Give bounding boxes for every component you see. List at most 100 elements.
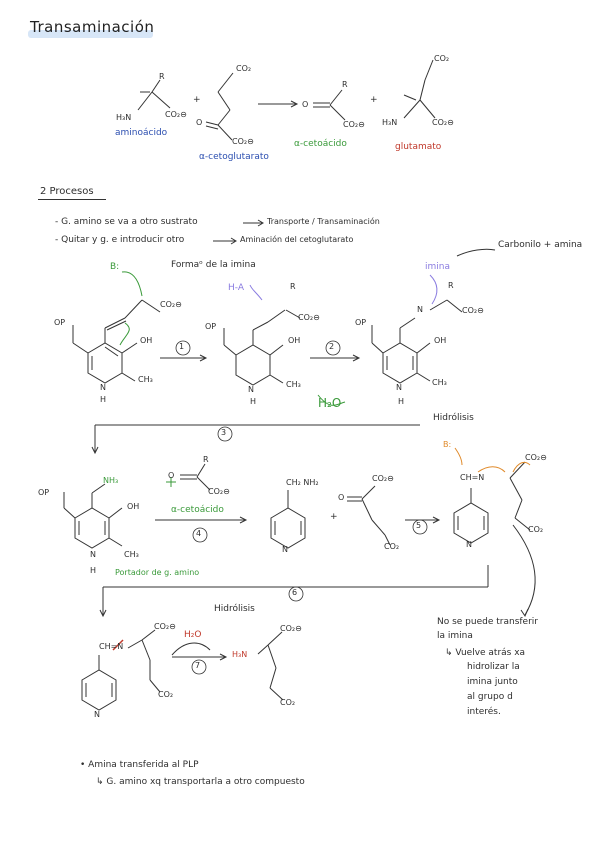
atom-n-6: N: [466, 540, 472, 549]
atom-n-2: N: [248, 385, 254, 394]
atom-n-4: N: [90, 550, 96, 559]
label-h2o-2: H₂O: [184, 630, 202, 640]
atom-o-m4: O: [168, 471, 175, 480]
atom-co2-final-a: CO₂⊖: [280, 624, 302, 633]
atom-ch3-4: CH₃: [124, 550, 139, 559]
atom-co2-5: CO₂⊖: [432, 118, 454, 127]
page-title: Transaminación: [30, 18, 155, 36]
label-ha: H-A: [228, 283, 244, 293]
atom-co2-final-b: CO₂: [280, 698, 296, 707]
label-base: B:: [110, 262, 120, 272]
atom-co2-m7a: CO₂⊖: [154, 622, 176, 631]
step-1: 1: [179, 342, 185, 351]
step1-text: - G. amino se va a otro sustrato: [55, 217, 198, 227]
label-glutamato: glutamato: [395, 142, 442, 152]
atom-co2-top: CO₂: [236, 64, 252, 73]
atom-h3n-final: H₃N: [232, 650, 248, 659]
label-aminoacido: aminoácido: [115, 128, 168, 138]
label-imina: imina: [425, 262, 450, 272]
plus-sign-3: +: [330, 512, 338, 522]
step-5: 5: [416, 521, 422, 530]
atom-co2: CO₂⊖: [165, 110, 187, 119]
atom-ch3-1: CH₃: [138, 375, 153, 384]
label-hidrolisis-2: Hidrólisis: [214, 604, 255, 614]
section-underline: [38, 199, 106, 200]
label-h2o: H₂O: [318, 396, 342, 410]
label-cetoacido-2: α-cetoácido: [171, 505, 224, 515]
atom-n-5: N: [282, 545, 288, 554]
atom-ch3-2: CH₃: [286, 380, 301, 389]
atom-co2-m2: CO₂⊖: [298, 313, 320, 322]
note-no-transfer-2: la imina: [437, 631, 473, 641]
label-portador: Portador de g. amino: [115, 568, 200, 577]
note-no-transfer-1: No se puede transferir: [437, 617, 538, 627]
atom-ch3-3: CH₃: [432, 378, 447, 387]
atom-h-3: H: [398, 397, 405, 406]
step2-text: - Quitar y g. e introducir otro: [55, 235, 185, 245]
atom-co2-m4: CO₂⊖: [208, 487, 230, 496]
atom-n-m3: N: [417, 305, 423, 314]
atom-co2-m5a: CO₂⊖: [372, 474, 394, 483]
atom-oh-3: OH: [434, 336, 447, 345]
atom-co2-m3: CO₂⊖: [462, 306, 484, 315]
note-back-5: interés.: [467, 707, 501, 717]
atom-o-2: O: [302, 100, 309, 109]
atom-ch2nh2: CH₂ NH₂: [286, 478, 319, 487]
step-2: 2: [329, 342, 335, 351]
footer-bullet-1: • Amina transferida al PLP: [80, 760, 199, 770]
atom-co2-m6b: CO₂: [528, 525, 544, 534]
note-back-2: hidrolizar la: [467, 662, 520, 672]
atom-co2-m1: CO₂⊖: [160, 300, 182, 309]
note-back-3: imina junto: [467, 677, 518, 687]
atom-r-2: R: [342, 80, 348, 89]
atom-co2-4: CO₂: [434, 54, 450, 63]
atom-base-2: B:: [443, 440, 452, 449]
note-back-1: ↳ Vuelve atrás xa: [445, 648, 526, 658]
step2-result: Aminación del cetoglutarato: [240, 235, 354, 244]
atom-nh3: NH₃: [103, 476, 119, 485]
atom-op-4: OP: [38, 488, 50, 497]
atom-r-m4: R: [203, 455, 209, 464]
atom-h-1: H: [100, 395, 107, 404]
atom-o-m5: O: [338, 493, 345, 502]
atom-op-1: OP: [54, 318, 66, 327]
step-4: 4: [196, 529, 202, 538]
atom-r-m2: R: [290, 282, 296, 291]
plus-sign: +: [193, 95, 201, 105]
step1-result: Transporte / Transaminación: [267, 217, 380, 226]
atom-oh-2: OH: [288, 336, 301, 345]
atom-co2-3: CO₂⊖: [343, 120, 365, 129]
atom-oh-4: OH: [127, 502, 140, 511]
note-back-4: al grupo d: [467, 692, 513, 702]
atom-oh-1: OH: [140, 336, 153, 345]
atom-o: O: [196, 118, 203, 127]
atom-n-1: N: [100, 383, 106, 392]
step-3: 3: [221, 428, 227, 437]
title-highlight: [28, 30, 153, 38]
atom-co2-m6a: CO₂⊖: [525, 453, 547, 462]
label-cetoglutarato: α-cetoglutarato: [199, 152, 269, 162]
atom-h-4: H: [90, 566, 97, 575]
atom-r-m3: R: [448, 281, 454, 290]
atom-n-7: N: [94, 710, 100, 719]
atom-h3n: H₃N: [116, 113, 132, 122]
step-6: 6: [292, 588, 298, 597]
atom-h3n-2: H₃N: [382, 118, 398, 127]
atom-co2-m5b: CO₂: [384, 542, 400, 551]
label-formation: Formaᵒ de la imina: [171, 260, 256, 270]
footer-bullet-2: ↳ G. amino xq transportarla a otro compu…: [96, 777, 305, 787]
atom-chn: CH=N: [460, 473, 485, 482]
atom-h-2: H: [250, 397, 257, 406]
atom-ch-n: CH=N: [99, 642, 124, 651]
plus-sign-2: +: [370, 95, 378, 105]
atom-n-3: N: [396, 383, 402, 392]
atom-r: R: [159, 72, 165, 81]
atom-co2-bottom: CO₂⊖: [232, 137, 254, 146]
label-hidrolisis-1: Hidrólisis: [433, 413, 474, 423]
label-cetoacido: α-cetoácido: [294, 139, 347, 149]
step-7: 7: [195, 661, 201, 670]
atom-op-3: OP: [355, 318, 367, 327]
section-heading: 2 Procesos: [40, 186, 94, 197]
atom-co2-m7b: CO₂: [158, 690, 174, 699]
